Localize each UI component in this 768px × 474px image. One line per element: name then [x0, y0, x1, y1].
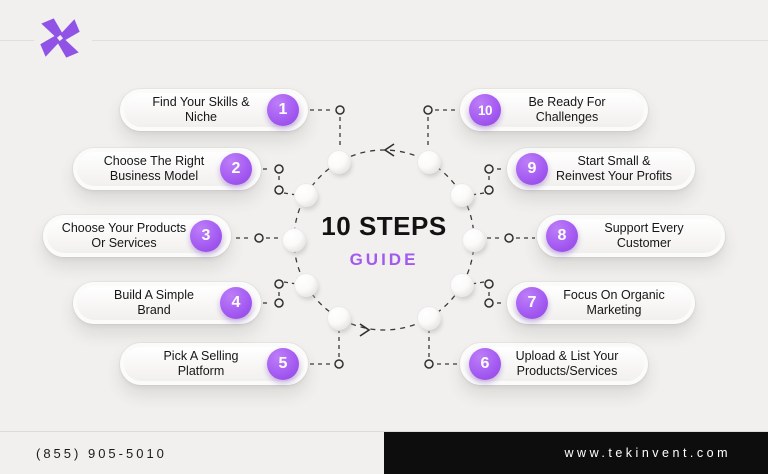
- step-pill: 9 Start Small & Reinvest Your Profits: [507, 148, 695, 190]
- step-label: Find Your Skills & Niche: [152, 94, 250, 125]
- center-label: 10 STEPS GUIDE: [294, 152, 474, 328]
- phone-number: (855) 905-5010: [36, 445, 167, 461]
- step-label: Upload & List Your Products/Services: [515, 348, 619, 379]
- step-label: Support Every Customer: [604, 220, 684, 251]
- step-number-badge: 1: [267, 94, 299, 126]
- step-pill: 6 Upload & List Your Products/Services: [460, 343, 648, 385]
- step-number-badge: 8: [546, 220, 578, 252]
- top-divider-right: [92, 40, 768, 41]
- step-pill: 10 Be Ready For Challenges: [460, 89, 648, 131]
- step-number-badge: 5: [267, 348, 299, 380]
- step-label: Choose Your Products Or Services: [61, 220, 187, 251]
- step-label: Start Small & Reinvest Your Profits: [555, 153, 673, 184]
- footer-bar: (855) 905-5010 www.tekinvent.com: [0, 431, 768, 474]
- step-pill: 5 Pick A Selling Platform: [120, 343, 308, 385]
- step-number-badge: 7: [516, 287, 548, 319]
- step-label: Choose The Right Business Model: [103, 153, 205, 184]
- website-url: www.tekinvent.com: [564, 446, 731, 460]
- pinwheel-logo-icon: [40, 18, 80, 58]
- step-number-badge: 2: [220, 153, 252, 185]
- step-number-badge: 10: [469, 94, 501, 126]
- diagram-subtitle: GUIDE: [349, 249, 419, 269]
- footer-phone-section: (855) 905-5010: [0, 432, 384, 474]
- footer-website-section: www.tekinvent.com: [384, 432, 768, 474]
- step-number-badge: 3: [190, 220, 222, 252]
- diagram-title: 10 STEPS: [321, 210, 447, 241]
- top-divider-left: [0, 40, 34, 41]
- step-pill: 8 Support Every Customer: [537, 215, 725, 257]
- step-number-badge: 9: [516, 153, 548, 185]
- step-pill: 7 Focus On Organic Marketing: [507, 282, 695, 324]
- step-pill: 4 Build A Simple Brand: [73, 282, 261, 324]
- step-number-badge: 6: [469, 348, 501, 380]
- step-number-badge: 4: [220, 287, 252, 319]
- step-pill: 2 Choose The Right Business Model: [73, 148, 261, 190]
- step-label: Be Ready For Challenges: [528, 94, 606, 125]
- step-label: Focus On Organic Marketing: [563, 287, 665, 318]
- step-label: Build A Simple Brand: [114, 287, 194, 318]
- step-pill: 3 Choose Your Products Or Services: [43, 215, 231, 257]
- step-label: Pick A Selling Platform: [163, 348, 239, 379]
- step-pill: 1 Find Your Skills & Niche: [120, 89, 308, 131]
